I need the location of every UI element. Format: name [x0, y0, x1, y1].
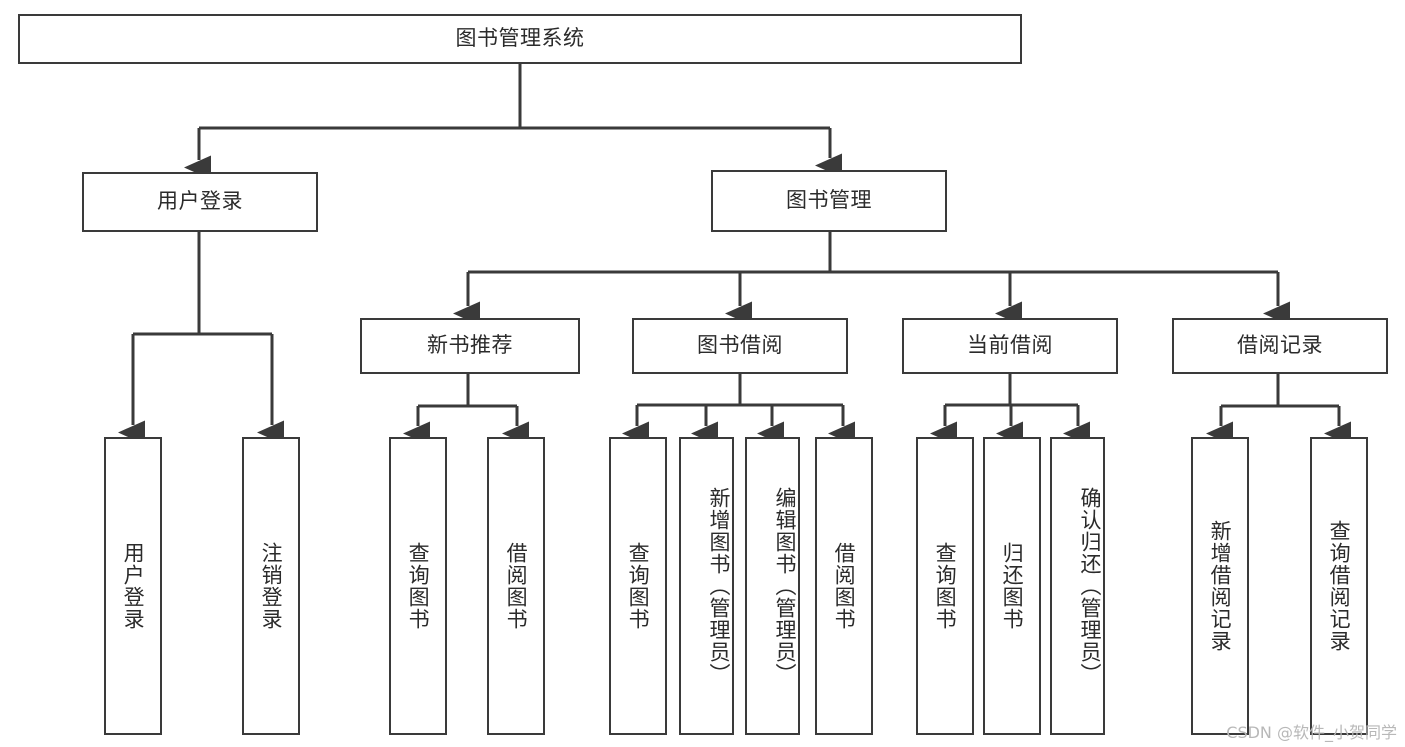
node-leaf-add-book-admin-label: 新增图书（管理员） — [707, 487, 731, 685]
node-leaf-query-book-3[interactable]: 查询图书 — [916, 437, 974, 735]
node-root[interactable]: 图书管理系统 — [18, 14, 1022, 64]
node-leaf-add-record-label: 新增借阅记录 — [1208, 520, 1233, 652]
node-new-book-recommend-label: 新书推荐 — [427, 333, 513, 358]
node-leaf-query-record-label: 查询借阅记录 — [1327, 520, 1352, 652]
node-leaf-user-login[interactable]: 用户登录 — [104, 437, 162, 735]
node-current-borrow-label: 当前借阅 — [967, 333, 1053, 358]
node-borrow-record-label: 借阅记录 — [1237, 333, 1323, 358]
node-leaf-add-record[interactable]: 新增借阅记录 — [1191, 437, 1249, 735]
node-leaf-borrow-book-2-label: 借阅图书 — [832, 542, 857, 630]
node-new-book-recommend[interactable]: 新书推荐 — [360, 318, 580, 374]
node-leaf-query-book-2-label: 查询图书 — [626, 542, 651, 630]
node-leaf-return-book[interactable]: 归还图书 — [983, 437, 1041, 735]
node-book-borrow[interactable]: 图书借阅 — [632, 318, 848, 374]
node-leaf-borrow-book-1-label: 借阅图书 — [504, 542, 529, 630]
node-leaf-confirm-return-label: 确认归还（管理员） — [1078, 487, 1102, 685]
node-leaf-confirm-return[interactable]: 确认归还（管理员） — [1050, 437, 1105, 735]
node-leaf-query-record[interactable]: 查询借阅记录 — [1310, 437, 1368, 735]
node-leaf-borrow-book-2[interactable]: 借阅图书 — [815, 437, 873, 735]
node-borrow-record[interactable]: 借阅记录 — [1172, 318, 1388, 374]
node-root-label: 图书管理系统 — [455, 26, 585, 51]
node-user-login-label: 用户登录 — [157, 189, 243, 214]
node-leaf-logout-login-label: 注销登录 — [259, 542, 284, 630]
node-leaf-query-book-2[interactable]: 查询图书 — [609, 437, 667, 735]
node-current-borrow[interactable]: 当前借阅 — [902, 318, 1118, 374]
node-leaf-edit-book-admin[interactable]: 编辑图书（管理员） — [745, 437, 800, 735]
node-leaf-return-book-label: 归还图书 — [1000, 542, 1025, 630]
node-user-login[interactable]: 用户登录 — [82, 172, 318, 232]
node-leaf-query-book-1-label: 查询图书 — [406, 542, 431, 630]
node-book-manage[interactable]: 图书管理 — [711, 170, 947, 232]
node-leaf-edit-book-admin-label: 编辑图书（管理员） — [773, 487, 797, 685]
node-leaf-logout-login[interactable]: 注销登录 — [242, 437, 300, 735]
node-leaf-user-login-label: 用户登录 — [121, 542, 146, 630]
node-leaf-query-book-1[interactable]: 查询图书 — [389, 437, 447, 735]
node-leaf-borrow-book-1[interactable]: 借阅图书 — [487, 437, 545, 735]
node-book-borrow-label: 图书借阅 — [697, 333, 783, 358]
node-leaf-query-book-3-label: 查询图书 — [933, 542, 958, 630]
node-leaf-add-book-admin[interactable]: 新增图书（管理员） — [679, 437, 734, 735]
node-book-manage-label: 图书管理 — [786, 188, 872, 213]
